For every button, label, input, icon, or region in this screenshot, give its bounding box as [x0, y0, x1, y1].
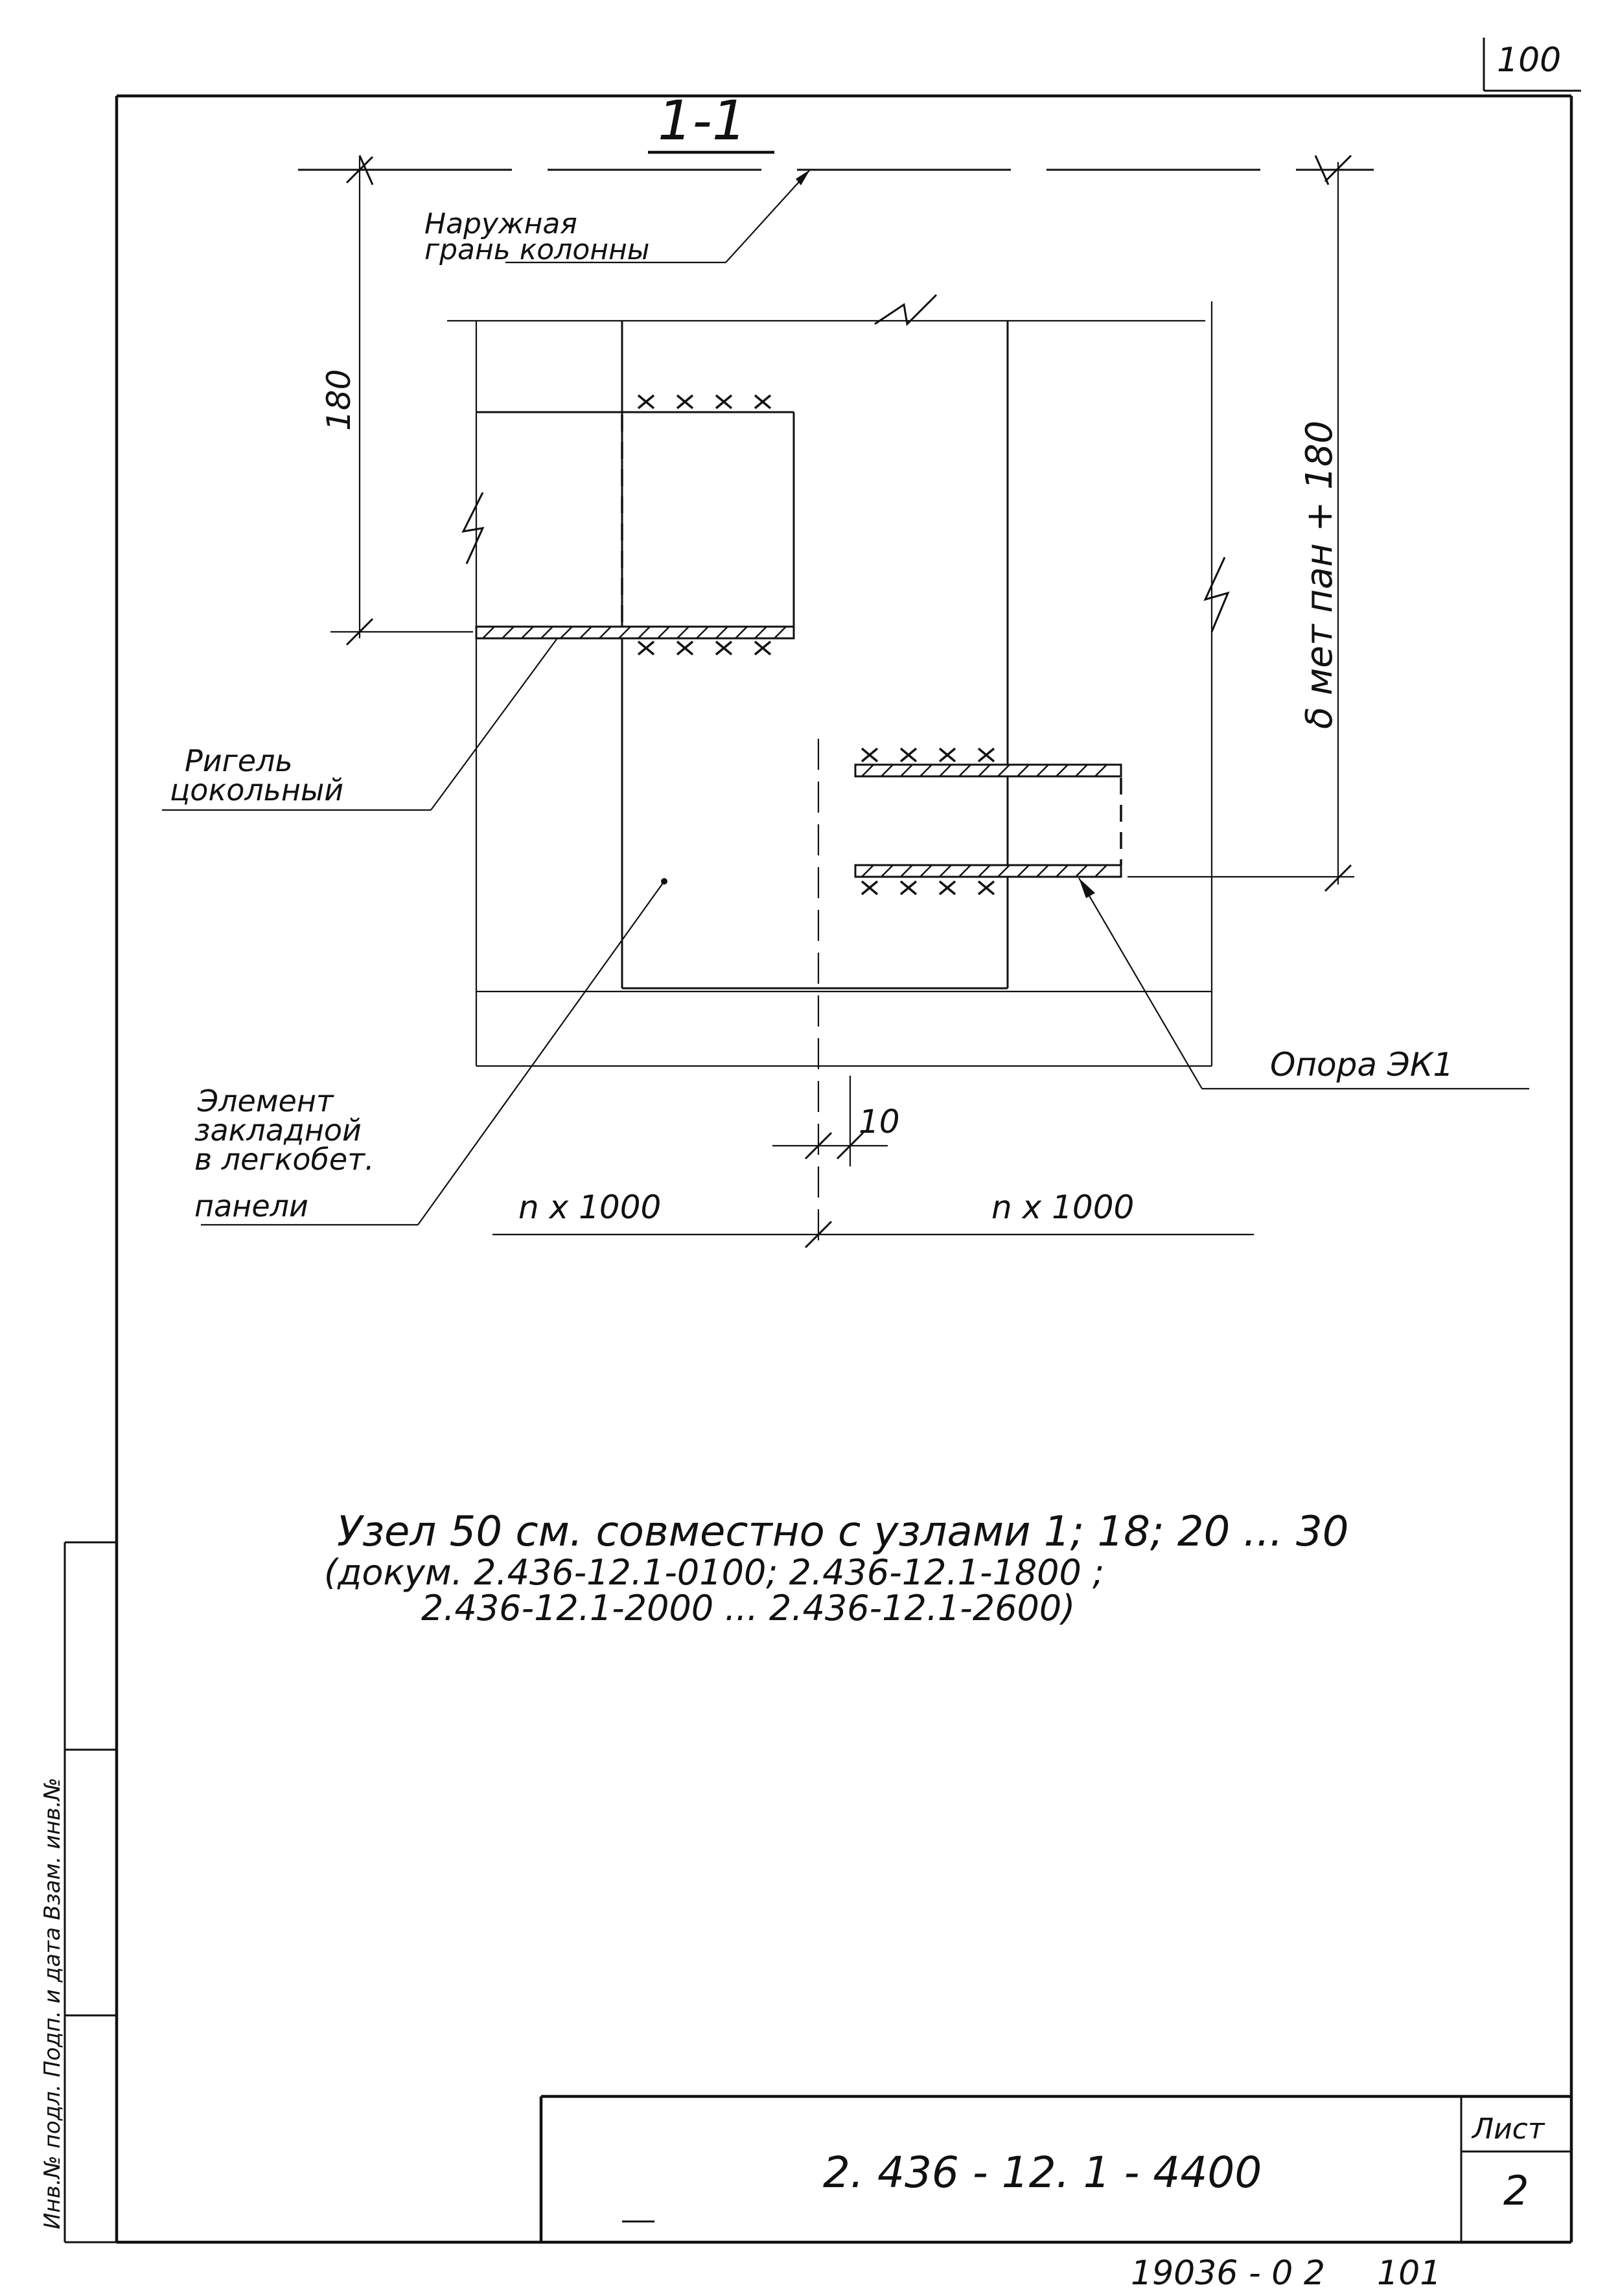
side-stamp-text: Инв.№ подл. Подп. и дата Взам. инв.№	[40, 1778, 65, 2229]
plinth-beam-label-line2: цокольный	[170, 772, 343, 807]
column-outer-face-line	[298, 155, 1374, 185]
weld-marks-beam-bottom	[637, 640, 772, 656]
title-block	[539, 2094, 1571, 2242]
embedded-element-label-line4: панели	[194, 1189, 308, 1223]
support-ek1	[854, 763, 1122, 878]
embedded-element-label-line2: закладной	[194, 1113, 362, 1148]
side-stamp-strip	[64, 1541, 117, 2244]
outer-face-label-line2: грань колонны	[424, 233, 650, 266]
weld-marks-beam-top	[637, 394, 772, 410]
print-number: 101	[1377, 2254, 1441, 2293]
inventory-number: 19036 - 0 2	[1131, 2254, 1325, 2293]
plinth-beam-label-line1: Ригель	[185, 743, 293, 778]
dimension-gap	[772, 1076, 888, 1166]
drawing-designation: 2. 436 - 12. 1 - 4400	[823, 2148, 1262, 2197]
dimension-left-span-value: n x 1000	[518, 1189, 661, 1226]
sheet-label: Лист	[1471, 2113, 1545, 2146]
note-line-1: Узел 50 см. совместно с узлами 1; 18; 20…	[337, 1508, 1348, 1556]
outer-face-label-line1: Наружная	[424, 207, 577, 240]
support-leader	[1078, 877, 1529, 1090]
plinth-beam-leader	[162, 638, 558, 811]
plinth-beam	[461, 411, 795, 640]
note-line-3: 2.436-12.1-2000 ... 2.436-12.1-2600)	[421, 1588, 1075, 1629]
outer-face-leader	[505, 169, 811, 264]
wall-outline	[447, 294, 1213, 1251]
embedded-element-label-line1: Элемент	[197, 1084, 334, 1119]
section-title: 1-1	[658, 89, 746, 152]
note-line-2: (докум. 2.436-12.1-0100; 2.436-12.1-1800…	[324, 1552, 1104, 1593]
embedded-element-leader	[201, 878, 667, 1226]
dimension-180	[330, 156, 473, 646]
sheet-frame	[115, 38, 1581, 2244]
dimension-spans	[492, 1220, 1254, 1249]
support-label: Опора ЭК1	[1270, 1046, 1453, 1084]
dimension-right-span-value: n x 1000	[991, 1189, 1134, 1226]
sheet-number: 2	[1503, 2167, 1529, 2214]
dimension-180-value: 180	[320, 369, 358, 431]
weld-marks-support-bottom	[861, 880, 995, 896]
dimension-panel-thickness	[1127, 154, 1354, 892]
embedded-element-label-line3: в легкобет.	[194, 1142, 375, 1177]
dimension-gap-value: 10	[859, 1103, 900, 1141]
dimension-panel-thickness-value: δ мет пан + 180	[1299, 421, 1341, 729]
corner-sheet-number: 100	[1497, 41, 1561, 80]
weld-marks-support-top	[861, 747, 995, 763]
